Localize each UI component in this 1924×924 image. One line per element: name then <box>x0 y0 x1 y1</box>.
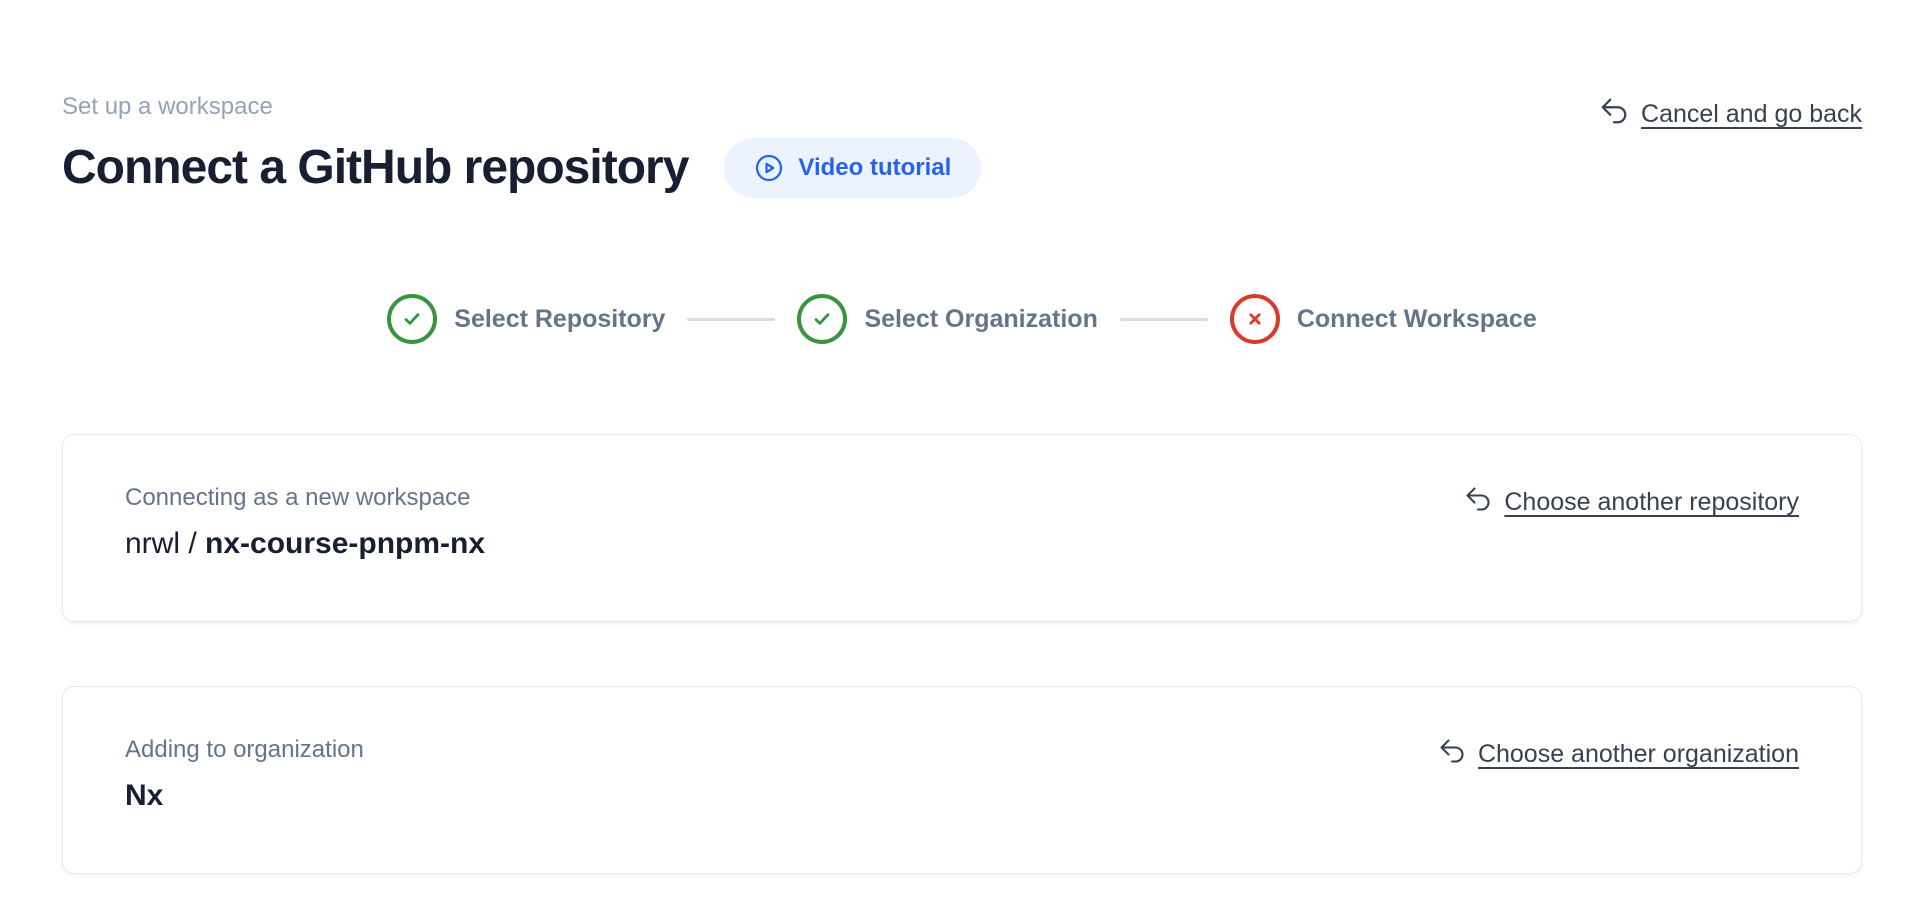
organization-card-info: Adding to organization Nx <box>125 735 364 815</box>
step-connect-workspace: Connect Workspace <box>1229 294 1537 344</box>
organization-card-label: Adding to organization <box>125 736 364 763</box>
cards-section: Connecting as a new workspace nrwl / nx-… <box>62 434 1862 874</box>
page-title: Connect a GitHub repository <box>62 141 689 194</box>
repository-card: Connecting as a new workspace nrwl / nx-… <box>62 434 1862 622</box>
repository-repo: nx-course-pnpm-nx <box>205 527 486 560</box>
step-label: Select Organization <box>864 304 1098 333</box>
uturn-left-icon <box>1438 737 1466 772</box>
cancel-link-label: Cancel and go back <box>1641 100 1862 128</box>
step-connector <box>687 317 776 321</box>
title-row: Connect a GitHub repository Video tutori… <box>62 138 982 198</box>
step-select-organization: Select Organization <box>797 294 1098 344</box>
uturn-left-icon <box>1464 485 1492 520</box>
play-circle-icon <box>754 153 784 183</box>
choose-another-repository-label: Choose another repository <box>1504 488 1799 516</box>
page: Set up a workspace Connect a GitHub repo… <box>0 92 1924 874</box>
x-circle-icon <box>1229 294 1280 344</box>
uturn-left-icon <box>1599 96 1629 133</box>
repository-owner: nrwl / <box>125 527 206 560</box>
repository-name: nrwl / nx-course-pnpm-nx <box>125 525 485 563</box>
step-connector <box>1119 317 1208 321</box>
organization-card: Adding to organization Nx Choose another… <box>62 686 1862 874</box>
eyebrow-text: Set up a workspace <box>62 93 273 120</box>
video-tutorial-button[interactable]: Video tutorial <box>724 138 982 198</box>
video-tutorial-label: Video tutorial <box>798 154 952 181</box>
header-left: Set up a workspace Connect a GitHub repo… <box>62 92 982 198</box>
repository-card-label: Connecting as a new workspace <box>125 484 471 511</box>
setup-stepper: Select Repository Select Organization Co… <box>62 294 1862 344</box>
page-header: Set up a workspace Connect a GitHub repo… <box>62 92 1862 198</box>
step-label: Connect Workspace <box>1296 304 1537 333</box>
check-circle-icon <box>797 294 848 344</box>
organization-name: Nx <box>125 779 164 812</box>
choose-another-organization-label: Choose another organization <box>1477 740 1799 768</box>
check-circle-icon <box>387 294 438 344</box>
cancel-and-go-back-link[interactable]: Cancel and go back <box>1599 96 1862 133</box>
choose-another-repository-link[interactable]: Choose another repository <box>1464 485 1799 520</box>
step-select-repository: Select Repository <box>387 294 665 344</box>
repository-card-info: Connecting as a new workspace nrwl / nx-… <box>125 483 485 563</box>
choose-another-organization-link[interactable]: Choose another organization <box>1438 737 1799 772</box>
step-label: Select Repository <box>454 304 666 333</box>
